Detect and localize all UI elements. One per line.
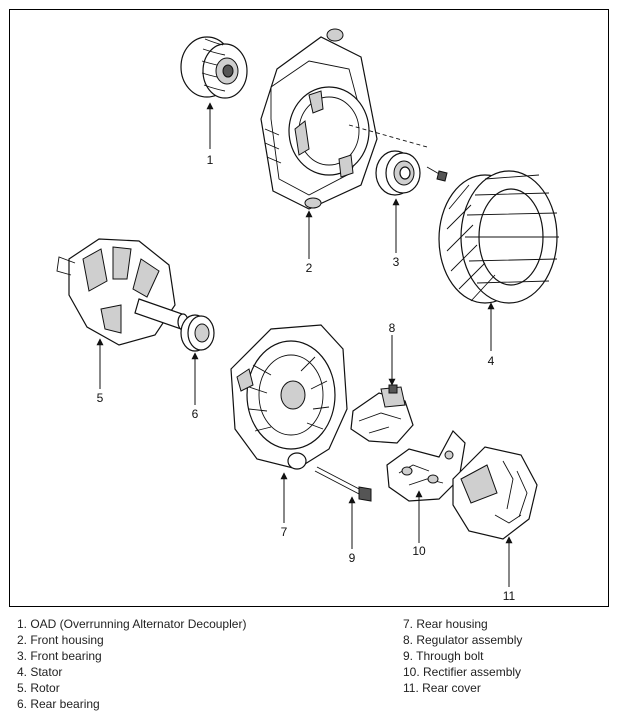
part-screw	[426, 166, 448, 182]
legend-item: 4. Stator	[17, 665, 63, 679]
callout-7: 7	[281, 525, 288, 539]
part-rectifier	[386, 430, 466, 502]
callout-11: 11	[503, 589, 516, 603]
legend-item: 5. Rotor	[17, 681, 60, 695]
legend-column-right: 7. Rear housing 8. Regulator assembly 9.…	[403, 616, 522, 696]
part-oad-pulley	[180, 36, 248, 99]
legend-item: 1. OAD (Overrunning Alternator Decoupler…	[17, 617, 247, 631]
legend-item: 8. Regulator assembly	[403, 633, 523, 647]
legend-item: 3. Front bearing	[17, 649, 102, 663]
part-rotor	[56, 238, 189, 346]
callout-3: 3	[393, 255, 400, 269]
alternator-exploded-view: 1 2 3 4 5 6 7 8 9 10 11	[56, 28, 559, 603]
part-through-bolt	[314, 466, 372, 502]
callout-8: 8	[389, 321, 396, 335]
legend-item: 11. Rear cover	[403, 681, 481, 695]
callout-9: 9	[349, 551, 356, 565]
part-front-bearing	[375, 150, 421, 196]
part-regulator	[350, 384, 414, 444]
part-rear-bearing	[180, 314, 215, 352]
callout-10: 10	[412, 544, 426, 558]
legend-item: 7. Rear housing	[403, 617, 488, 631]
diagram-frame	[9, 9, 609, 607]
legend-item: 6. Rear bearing	[17, 697, 100, 711]
part-rear-housing	[230, 324, 348, 470]
part-rear-cover	[452, 446, 538, 540]
legend-item: 9. Through bolt	[403, 649, 484, 663]
callout-4: 4	[488, 354, 495, 368]
callout-1: 1	[207, 153, 214, 167]
callout-2: 2	[306, 261, 313, 275]
legend-column-left: 1. OAD (Overrunning Alternator Decoupler…	[17, 616, 246, 712]
part-front-housing	[260, 28, 428, 210]
legend-item: 2. Front housing	[17, 633, 104, 647]
callout-6: 6	[192, 407, 199, 421]
parts-legend: 1. OAD (Overrunning Alternator Decoupler…	[17, 616, 617, 716]
part-stator	[438, 170, 559, 304]
callout-5: 5	[97, 391, 104, 405]
legend-item: 10. Rectifier assembly	[403, 665, 522, 679]
